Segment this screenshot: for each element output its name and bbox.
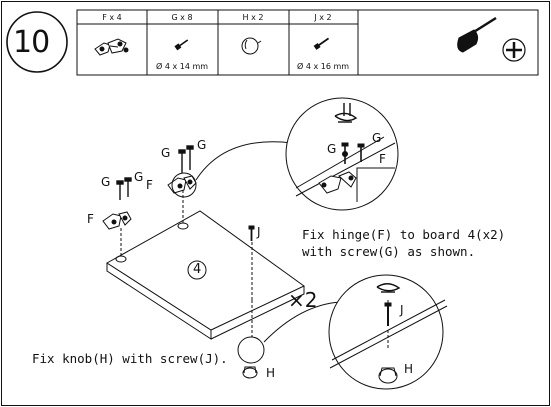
label-g-2: G: [197, 138, 207, 152]
hinge-icon: [94, 38, 129, 56]
knob-detail-callout: [263, 274, 448, 390]
parts-table: [76, 9, 539, 76]
hinge-f-lower: [102, 211, 132, 230]
board-number-circle: [187, 260, 207, 280]
screw-icon: [313, 37, 330, 50]
part-g-label: G x 8: [171, 13, 193, 22]
knob-h: [237, 336, 265, 379]
detail-label-g-2: G: [327, 142, 337, 156]
label-g-3: G: [101, 175, 111, 189]
hinge-instruction-line2: with screw(G) as shown.: [302, 244, 476, 259]
label-j: J: [257, 225, 261, 239]
step-number: 10: [13, 25, 50, 60]
hinge-f-upper: [167, 172, 197, 198]
screw-g-group: [116, 145, 194, 200]
part-g-dimension: Ø 4 x 14 mm: [156, 62, 209, 71]
board-number: 4: [193, 262, 202, 277]
part-h-label: H x 2: [242, 13, 264, 22]
knob-instruction: Fix knob(H) with screw(J).: [32, 351, 228, 366]
label-h: H: [266, 366, 276, 380]
guide-lines: [120, 190, 253, 338]
part-f-label: F x 4: [102, 13, 122, 22]
label-f-2: F: [87, 212, 94, 226]
step-number-circle: [6, 11, 68, 73]
label-f-1: F: [146, 178, 153, 192]
detail-label-f: F: [379, 152, 386, 166]
part-j-dimension: Ø 4 x 16 mm: [297, 62, 350, 71]
label-g-4: G: [134, 170, 144, 184]
screw-j: [248, 225, 255, 241]
part-j-label: J x 2: [314, 13, 332, 22]
detail-label-j: J: [400, 303, 404, 317]
phillips-screwdriver-icon: [457, 16, 526, 62]
label-g-1: G: [161, 146, 171, 160]
hinge-instruction-line1: Fix hinge(F) to board 4(x2): [302, 227, 506, 242]
detail-label-h: H: [404, 362, 414, 376]
board-4: [106, 210, 305, 340]
multiplier-label: ×2: [288, 288, 318, 312]
hinge-detail-callout: [195, 97, 399, 211]
detail-label-g-1: G: [372, 131, 382, 145]
knob-icon: [241, 37, 262, 55]
screw-icon: [174, 39, 189, 51]
